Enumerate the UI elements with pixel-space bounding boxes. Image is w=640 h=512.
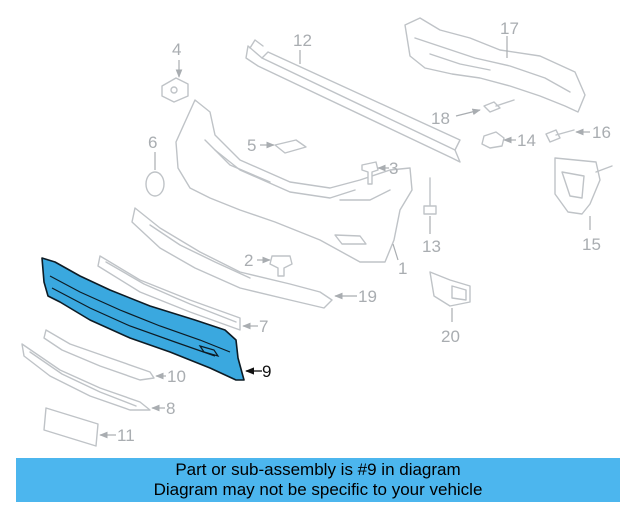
part-8-trim xyxy=(21,343,151,411)
callout-15: 15 xyxy=(582,235,601,254)
part-9-valance-highlighted xyxy=(41,257,245,381)
part-14-nut xyxy=(481,131,505,149)
callout-18: 18 xyxy=(431,109,450,128)
part-1-bumper-cover xyxy=(175,99,413,263)
part-20-sensor xyxy=(429,271,471,307)
part-13-bolt xyxy=(423,177,437,215)
part-16-bolt xyxy=(545,129,575,143)
part-15-bracket xyxy=(554,157,613,215)
callout-3: 3 xyxy=(389,159,398,178)
callout-2: 2 xyxy=(244,251,253,270)
part-5 xyxy=(274,139,307,154)
part-17-support xyxy=(404,17,586,113)
part-19-absorber xyxy=(131,207,333,309)
callout-7: 7 xyxy=(259,317,268,336)
part-10 xyxy=(43,329,155,381)
callout-16: 16 xyxy=(592,123,611,142)
part-12-reinforcement xyxy=(245,39,461,163)
part-3 xyxy=(361,161,379,185)
callout-12: 12 xyxy=(293,31,312,50)
part-6 xyxy=(145,171,165,197)
callout-8: 8 xyxy=(166,399,175,418)
callout-13: 13 xyxy=(422,237,441,256)
part-18-bolt xyxy=(483,99,515,113)
callout-5: 5 xyxy=(247,136,256,155)
part-7-grille xyxy=(97,255,241,331)
callout-4: 4 xyxy=(172,40,181,59)
callout-14: 14 xyxy=(517,131,536,150)
part-4-bracket xyxy=(161,77,189,103)
callout-11: 11 xyxy=(117,426,135,445)
callout-6: 6 xyxy=(148,133,157,152)
leader-18 xyxy=(455,108,481,117)
leader-1 xyxy=(392,243,399,261)
callout-20: 20 xyxy=(441,327,460,346)
callout-1: 1 xyxy=(398,259,407,278)
banner-line-1: Part or sub-assembly is #9 in diagram xyxy=(175,460,461,479)
callout-10: 10 xyxy=(167,367,186,386)
callout-17: 17 xyxy=(500,19,519,38)
part-11-plate-bracket xyxy=(43,407,99,447)
callout-19: 19 xyxy=(358,287,377,306)
part-2-clip xyxy=(269,255,293,277)
banner-line-2: Diagram may not be specific to your vehi… xyxy=(153,480,483,499)
parts-diagram: 12 17 4 5 6 1 3 13 xyxy=(21,17,613,447)
callout-9: 9 xyxy=(262,362,271,381)
info-banner: Part or sub-assembly is #9 in diagram Di… xyxy=(16,458,620,502)
